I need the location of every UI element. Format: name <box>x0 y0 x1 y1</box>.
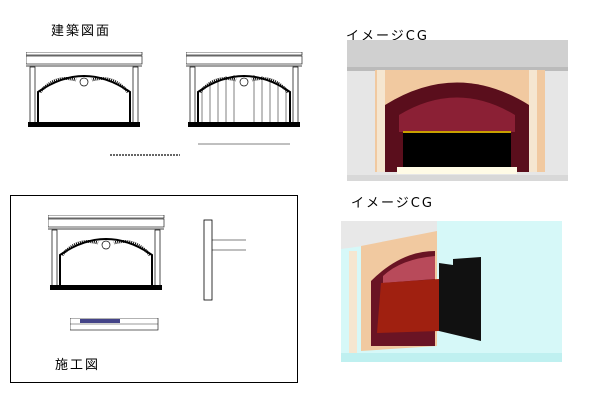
construction-elevation <box>48 215 166 292</box>
cg-side-image <box>341 221 562 362</box>
legend-line <box>110 154 180 156</box>
spec-table <box>70 318 159 331</box>
architectural-drawing-title: 建築図面 <box>51 24 112 39</box>
construction-drawing-title: 施工図 <box>55 358 101 373</box>
elevation-drawing-1 <box>26 52 144 129</box>
cg-front-image <box>347 40 568 181</box>
construction-drawing-frame <box>10 195 298 383</box>
cg-side-title: イメージCG <box>351 196 434 211</box>
elevation-drawing-2 <box>186 52 304 145</box>
section-drawing <box>203 219 246 301</box>
